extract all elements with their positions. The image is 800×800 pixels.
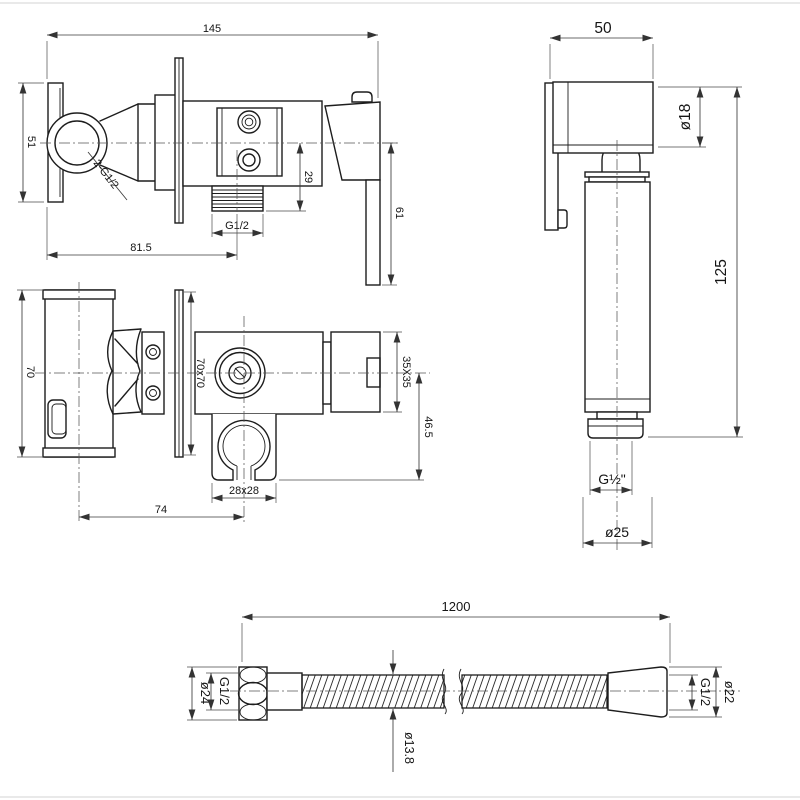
handle-front: [330, 331, 381, 413]
hose-tube-left-segment: [301, 674, 445, 709]
dim-label-left-thread: G1/2: [217, 677, 232, 705]
dim-label-pipe-length: 70: [24, 366, 36, 378]
dim-label-head-diameter: ø18: [677, 104, 694, 131]
dim-label-body-length: 125: [713, 259, 730, 285]
sprayer-body: [584, 181, 651, 413]
valve-body-side: [182, 100, 323, 187]
dim-label-outlet-offset: 29: [302, 171, 314, 183]
sprayer-inlet-nut: [587, 418, 644, 439]
dim-label-right-end-diameter: ø22: [722, 681, 737, 703]
hose-right-cone: [607, 666, 668, 718]
handle-head: [324, 101, 381, 181]
hose-tube-right-segment: [461, 674, 608, 709]
dim-label-hook-drop: 46.5: [422, 416, 434, 437]
dim-label-wall-to-outlet: 81.5: [130, 242, 151, 254]
handle-lever: [365, 179, 381, 286]
dim-label-handle-drop: 61: [393, 207, 405, 219]
dim-label-right-thread: G1/2: [698, 678, 713, 706]
mixer-side-view: 145 51 2-G1/2 29 G1/2 81.5 61: [18, 23, 405, 286]
break-symbol: [441, 668, 464, 715]
dim-label-width: 145: [203, 23, 221, 35]
dim-label-hook-width: 28x28: [229, 485, 259, 497]
hose-view: 1200 ø24 G1/2 ø13.8 G1/2 ø22: [187, 599, 742, 772]
sprayer-head: [552, 81, 654, 154]
dim-label-hose-length: 1200: [442, 599, 471, 614]
bottom-screw: [237, 148, 261, 172]
body-connector: [106, 328, 142, 415]
dim-label-tube-diameter: ø13.8: [402, 732, 416, 764]
hose-left-nut: [238, 666, 268, 721]
dim-label-head-width: 50: [594, 20, 612, 37]
dim-label-body-diameter: ø25: [605, 524, 629, 540]
mixer-front-view: 70 70x70 35X35 46.5 28x28 74: [17, 282, 434, 522]
dim-label-plate-height: 51: [25, 136, 37, 148]
sprayer-view: 50 ø18 125 G½" ø25: [544, 20, 743, 550]
dim-label-plate-size: 70x70: [194, 358, 206, 388]
dim-label-inlet-thread: 2-G1/2: [91, 157, 121, 191]
dim-label-inlet-thread: G½": [598, 471, 626, 487]
pipe-clip: [47, 399, 67, 439]
dim-label-handle-size: 35X35: [400, 356, 412, 388]
top-screw: [237, 110, 261, 134]
dim-label-pipe-to-hook: 74: [155, 504, 167, 516]
handle-cap: [351, 91, 373, 103]
